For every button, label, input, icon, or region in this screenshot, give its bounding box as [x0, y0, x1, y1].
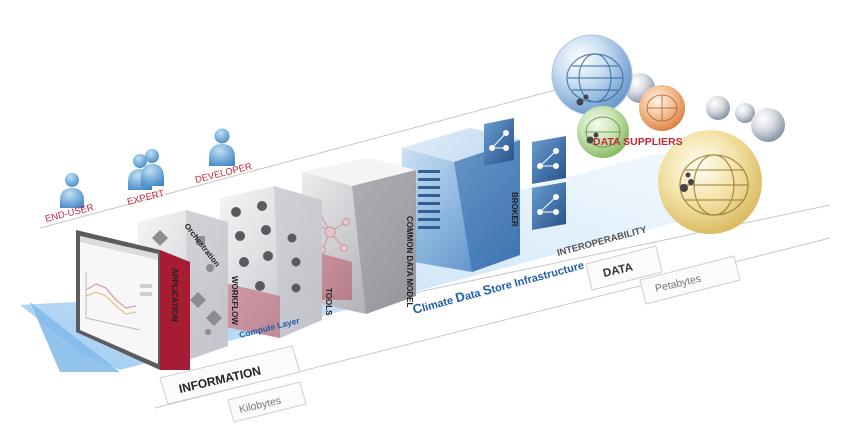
network-node-icon — [537, 148, 559, 169]
workflow-label: WORKFLOW — [230, 276, 239, 325]
role-expert: EXPERT — [126, 149, 166, 208]
gear-icon — [231, 201, 301, 293]
tools-label: TOOLS — [324, 288, 333, 316]
scale-kilobytes: Kilobytes — [227, 381, 307, 423]
scale-data: DATA — [585, 245, 663, 291]
application-label: APPLICATION — [170, 268, 179, 322]
people-group-icon — [128, 149, 164, 190]
globe-grid-icon — [566, 53, 624, 103]
broker-tile — [532, 182, 566, 230]
person-icon — [60, 173, 84, 208]
server-grille-icon — [418, 170, 440, 229]
scale-petabytes: Petabytes — [639, 255, 741, 305]
role-end-user: END-USER — [44, 173, 95, 225]
role-developer: DEVELOPER — [194, 128, 253, 186]
globe-grid-icon — [679, 154, 749, 216]
data-suppliers-label: DATA SUPPLIERS — [593, 136, 683, 148]
workflow-layer: WORKFLOW — [220, 186, 322, 338]
globe-grid-icon — [646, 94, 678, 122]
gear-icon — [576, 94, 694, 192]
person-icon — [209, 128, 235, 166]
flow-arrow-head — [30, 302, 120, 372]
globe-grid-icon — [585, 116, 621, 148]
globe-sphere-blue-icon — [551, 34, 633, 116]
role-label: EXPERT — [126, 188, 166, 208]
data-suppliers-cluster: DATA SUPPLIERS — [551, 34, 785, 234]
sphere-small-icon — [751, 108, 785, 142]
sphere-small-icon — [735, 103, 755, 123]
broker-tile — [532, 136, 566, 184]
sphere-small-icon — [706, 96, 730, 120]
application-layer: APPLICATION — [76, 230, 190, 370]
broker-label: BROKER — [510, 192, 519, 227]
app-screenshot-chart — [85, 272, 141, 331]
broker-tile — [484, 118, 514, 166]
network-node-icon — [537, 194, 559, 215]
common-data-model-label: COMMON DATA MODEL — [405, 216, 414, 308]
common-data-model-layer: COMMON DATA MODEL TOOLS — [302, 158, 416, 316]
broker-layer: BROKER — [402, 118, 566, 272]
app-sidebar-blocks — [140, 284, 152, 296]
network-node-icon — [489, 130, 509, 151]
